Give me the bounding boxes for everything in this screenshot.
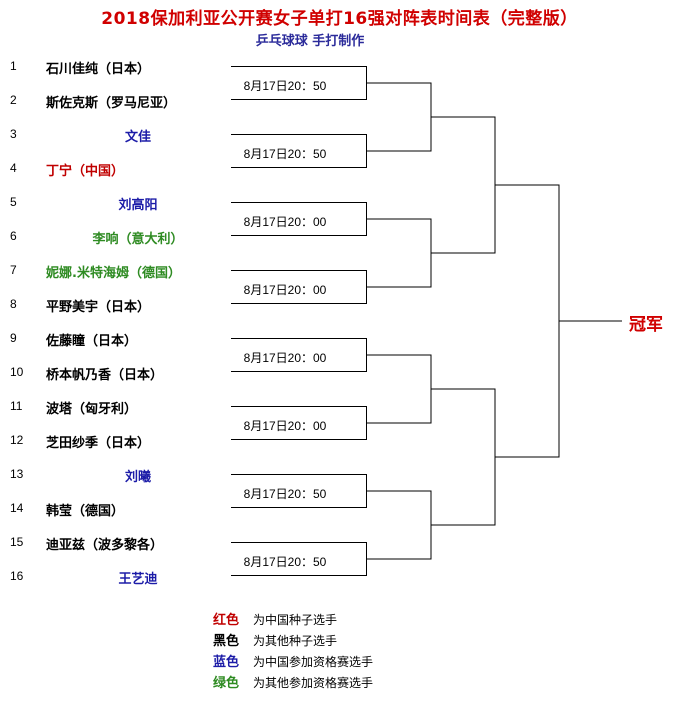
legend-key: 蓝色 (213, 655, 240, 670)
quarterfinal-bracket (431, 388, 496, 526)
match-time: 8月17日20：00 (243, 419, 327, 433)
player-name: 迪亚兹（波多黎各） (46, 538, 164, 553)
match-time: 8月17日20：50 (243, 555, 327, 569)
match-time: 8月17日20：00 (243, 283, 327, 297)
player-name: 丁宁（中国） (46, 164, 125, 179)
match-bracket: 8月17日20：00 (231, 270, 367, 304)
champion-label: 冠军 (629, 315, 663, 335)
player-name: 桥本帆乃香（日本） (46, 368, 164, 383)
match-bracket: 8月17日20：00 (231, 202, 367, 236)
seed-number: 13 (10, 467, 24, 481)
legend-key: 黑色 (213, 634, 240, 649)
seed-number: 5 (10, 195, 17, 209)
player-name: 李响（意大利） (92, 232, 184, 247)
legend-description: 为其他参加资格赛选手 (253, 676, 374, 690)
match-time: 8月17日20：00 (243, 351, 327, 365)
player-name: 斯佐克斯（罗马尼亚） (46, 96, 177, 111)
match-time: 8月17日20：00 (243, 215, 327, 229)
round2-bracket (367, 82, 432, 152)
legend-key: 红色 (213, 613, 240, 628)
round2-bracket (367, 218, 432, 288)
round2-bracket (367, 354, 432, 424)
seed-number: 7 (10, 263, 17, 277)
player-name: 波塔（匈牙利） (46, 402, 138, 417)
player-name: 刘曦 (124, 470, 151, 485)
match-time: 8月17日20：50 (243, 79, 327, 93)
seed-number: 2 (10, 93, 17, 107)
match-bracket: 8月17日20：50 (231, 66, 367, 100)
seed-number: 8 (10, 297, 17, 311)
quarterfinal-bracket (431, 116, 496, 254)
player-name: 王艺迪 (118, 572, 158, 587)
seed-number: 4 (10, 161, 17, 175)
player-name: 妮娜.米特海姆（德国） (46, 266, 181, 281)
semifinal-bracket (495, 184, 560, 458)
legend-row: 红色为中国种子选手 (213, 609, 337, 628)
seed-number: 10 (10, 365, 24, 379)
match-bracket: 8月17日20：00 (231, 406, 367, 440)
legend-row: 黑色为其他种子选手 (213, 630, 337, 649)
page-subtitle: 乒乓球球 手打制作 (255, 34, 365, 49)
legend-description: 为中国种子选手 (253, 613, 338, 627)
legend-key: 绿色 (213, 676, 240, 691)
legend-description: 为中国参加资格赛选手 (253, 655, 374, 669)
player-name: 芝田纱季（日本） (46, 436, 151, 451)
round2-bracket (367, 490, 432, 560)
player-name: 平野美宇（日本） (46, 300, 151, 315)
legend-description: 为其他种子选手 (253, 634, 338, 648)
match-bracket: 8月17日20：00 (231, 338, 367, 372)
match-bracket: 8月17日20：50 (231, 474, 367, 508)
player-name: 石川佳纯（日本） (46, 62, 151, 77)
player-name: 佐藤瞳（日本） (46, 334, 138, 349)
seed-number: 3 (10, 127, 17, 141)
match-bracket: 8月17日20：50 (231, 542, 367, 576)
seed-number: 1 (10, 59, 17, 73)
match-bracket: 8月17日20：50 (231, 134, 367, 168)
player-name: 文佳 (124, 130, 151, 145)
match-time: 8月17日20：50 (243, 147, 327, 161)
legend-row: 蓝色为中国参加资格赛选手 (213, 651, 373, 670)
seed-number: 15 (10, 535, 24, 549)
match-time: 8月17日20：50 (243, 487, 327, 501)
seed-number: 11 (10, 399, 23, 413)
player-name: 韩莹（德国） (46, 504, 125, 519)
seed-number: 9 (10, 331, 17, 345)
seed-number: 16 (10, 569, 24, 583)
seed-number: 14 (10, 501, 24, 515)
seed-number: 6 (10, 229, 17, 243)
page-title: 2018保加利亚公开赛女子单打16强对阵表时间表（完整版） (101, 9, 578, 29)
seed-number: 12 (10, 433, 24, 447)
player-name: 刘高阳 (118, 198, 158, 213)
legend-row: 绿色为其他参加资格赛选手 (213, 672, 373, 691)
